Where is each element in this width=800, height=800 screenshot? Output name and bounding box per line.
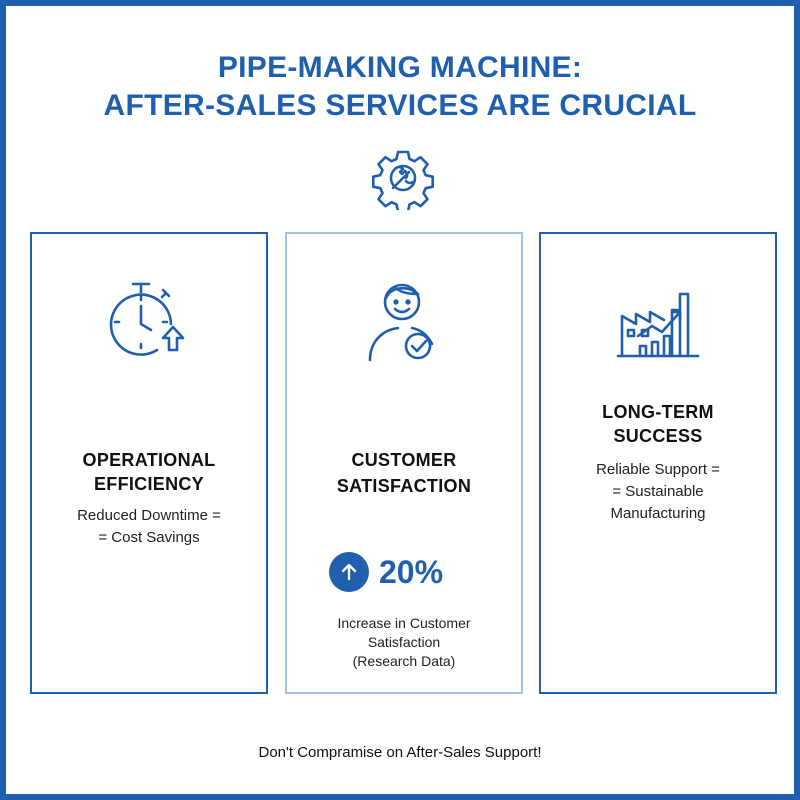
card-long-term-success: LONG-TERM SUCCESS Reliable Support = = S… xyxy=(539,232,777,694)
page-title-line2: AFTER-SALES SERVICES ARE CRUCIAL xyxy=(103,89,697,122)
stopwatch-arrow-up-icon xyxy=(109,282,185,356)
card-body-line3: Manufacturing xyxy=(610,505,706,522)
stat-note: Increase in Customer Satisfaction (Resea… xyxy=(287,614,521,671)
card-title-line2: EFFICIENCY xyxy=(93,474,204,494)
card-body-line1: Reliable Support = xyxy=(596,461,720,478)
footer-tagline: Don't Compramise on After-Sales Support! xyxy=(258,744,542,761)
page-title-line1: PIPE-MAKING MACHINE: xyxy=(217,51,583,84)
gear-wrench-icon xyxy=(372,150,434,210)
stat-note-line2: Satisfaction xyxy=(367,634,441,650)
card-body-line2: = Cost Savings xyxy=(98,529,200,546)
card-title-line2: SATISFACTION xyxy=(336,476,472,496)
card-operational-efficiency: OPERATIONAL EFFICIENCY Reduced Downtime … xyxy=(30,232,268,694)
card-title-line2: SUCCESS xyxy=(613,426,703,446)
card-customer-satisfaction: CUSTOMER SATISFACTION 20% Increase in Cu… xyxy=(285,232,523,694)
factory-growth-chart-icon xyxy=(616,292,700,358)
stat-value: 20% xyxy=(379,553,444,590)
card-title-line1: CUSTOMER xyxy=(351,450,457,470)
card-title-line1: LONG-TERM xyxy=(602,402,714,422)
satisfied-customer-check-icon xyxy=(368,283,434,362)
card-title-line1: OPERATIONAL xyxy=(82,450,216,470)
arrow-up-icon xyxy=(329,552,369,592)
stat-block: 20% xyxy=(329,552,443,592)
card-body-line2: = Sustainable xyxy=(612,483,704,500)
card-body-line1: Reduced Downtime = xyxy=(77,507,221,524)
stat-note-line3: (Research Data) xyxy=(352,653,456,669)
stat-note-line1: Increase in Customer xyxy=(337,615,471,631)
